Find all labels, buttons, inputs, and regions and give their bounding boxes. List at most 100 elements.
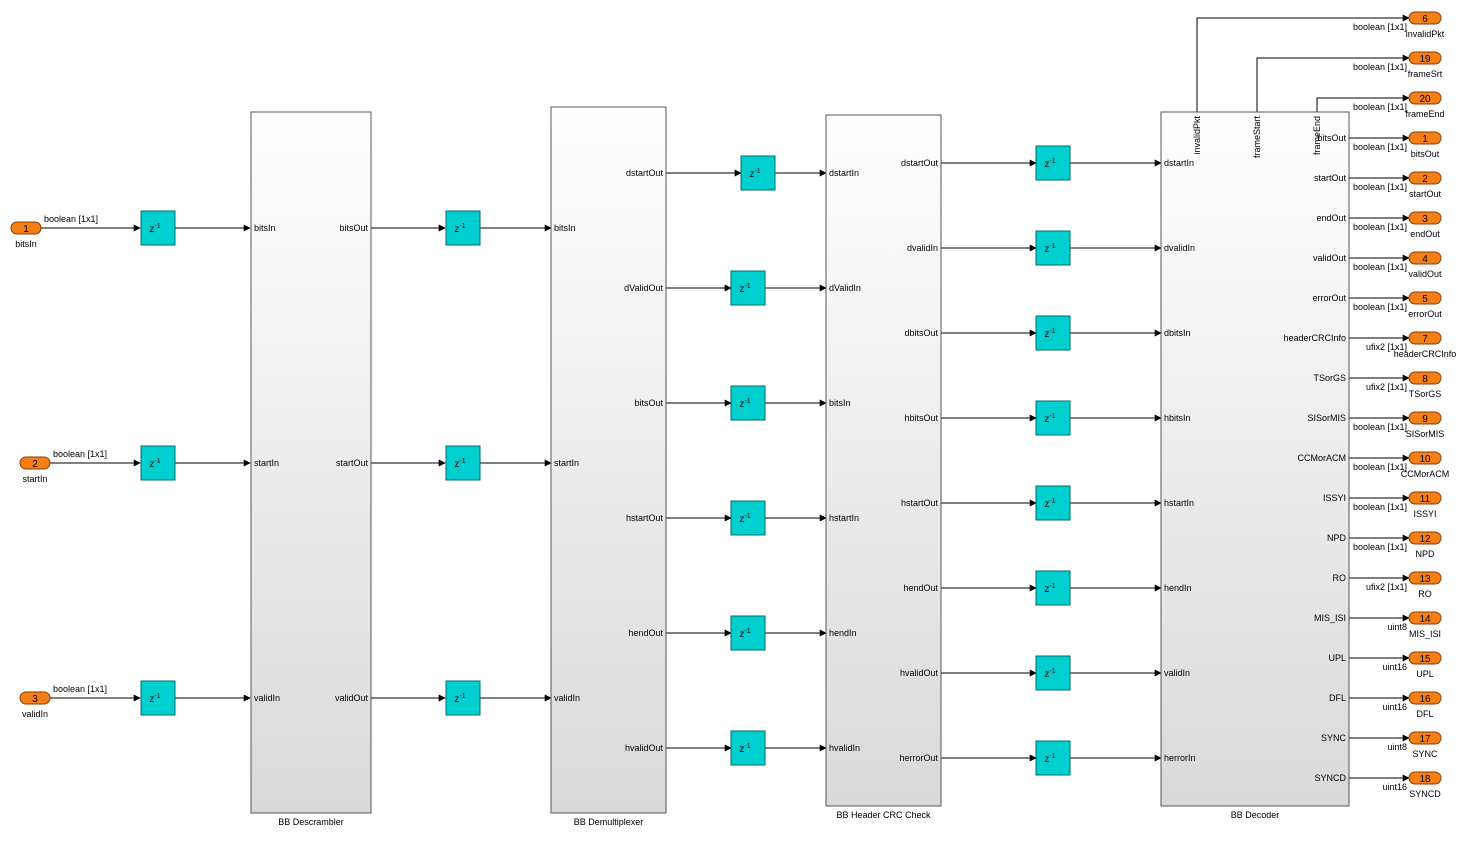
port-body[interactable] bbox=[1408, 611, 1442, 625]
port-body[interactable] bbox=[1408, 91, 1442, 105]
unit-delay-block-m6[interactable]: z-1 bbox=[730, 730, 766, 766]
delay-body[interactable] bbox=[730, 270, 766, 306]
block-body[interactable] bbox=[550, 106, 667, 814]
delay-body[interactable] bbox=[1035, 315, 1071, 351]
delay-body[interactable] bbox=[140, 210, 176, 246]
block-body[interactable] bbox=[825, 114, 942, 807]
port-body[interactable] bbox=[1408, 731, 1442, 745]
delay-body[interactable] bbox=[445, 680, 481, 716]
port-name: bitsOut bbox=[1411, 149, 1440, 159]
unit-delay-block-in2[interactable]: z-1 bbox=[140, 445, 176, 481]
unit-delay-block-m2[interactable]: z-1 bbox=[730, 270, 766, 306]
block-output-label: endOut bbox=[1316, 213, 1346, 223]
delay-body[interactable] bbox=[445, 445, 481, 481]
port-body[interactable] bbox=[1408, 651, 1442, 665]
block-body[interactable] bbox=[250, 111, 372, 814]
unit-delay-block-d2[interactable]: z-1 bbox=[445, 445, 481, 481]
delay-body[interactable] bbox=[730, 500, 766, 536]
port-body[interactable] bbox=[1408, 11, 1442, 25]
port-body[interactable] bbox=[1408, 331, 1442, 345]
unit-delay-block-d1[interactable]: z-1 bbox=[445, 210, 481, 246]
delay-body[interactable] bbox=[740, 155, 776, 191]
port-body[interactable] bbox=[1408, 291, 1442, 305]
delay-body[interactable] bbox=[140, 445, 176, 481]
port-body[interactable] bbox=[10, 221, 42, 235]
unit-delay-block-d3[interactable]: z-1 bbox=[445, 680, 481, 716]
block-crc[interactable]: BB Header CRC Check bbox=[825, 114, 942, 820]
unit-delay-block-c7[interactable]: z-1 bbox=[1035, 655, 1071, 691]
delay-body[interactable] bbox=[730, 615, 766, 651]
delay-body[interactable] bbox=[1035, 230, 1071, 266]
delay-body[interactable] bbox=[1035, 740, 1071, 776]
unit-delay-block-m3[interactable]: z-1 bbox=[730, 385, 766, 421]
unit-delay-block-m4[interactable]: z-1 bbox=[730, 500, 766, 536]
signal-type-label: uint8 bbox=[1387, 742, 1407, 752]
delay-body[interactable] bbox=[445, 210, 481, 246]
port-body[interactable] bbox=[1408, 371, 1442, 385]
block-output-label: headerCRCInfo bbox=[1283, 333, 1346, 343]
port-body[interactable] bbox=[1408, 51, 1442, 65]
port-body[interactable] bbox=[1408, 171, 1442, 185]
port-body[interactable] bbox=[19, 456, 51, 470]
port-body[interactable] bbox=[1408, 691, 1442, 705]
port-body[interactable] bbox=[1408, 451, 1442, 465]
unit-delay-block-c5[interactable]: z-1 bbox=[1035, 485, 1071, 521]
unit-delay-block-c6[interactable]: z-1 bbox=[1035, 570, 1071, 606]
port-body[interactable] bbox=[1408, 571, 1442, 585]
unit-delay-block-in1[interactable]: z-1 bbox=[140, 210, 176, 246]
delay-body[interactable] bbox=[1035, 400, 1071, 436]
port-body[interactable] bbox=[1408, 531, 1442, 545]
block-demux[interactable]: BB Demultiplexer bbox=[550, 106, 667, 827]
block-input-label: dstartIn bbox=[829, 168, 859, 178]
delay-body[interactable] bbox=[1035, 655, 1071, 691]
delay-body[interactable] bbox=[1035, 485, 1071, 521]
unit-delay-block-c4[interactable]: z-1 bbox=[1035, 400, 1071, 436]
port-body[interactable] bbox=[1408, 251, 1442, 265]
delay-body[interactable] bbox=[730, 385, 766, 421]
unit-delay-block-c1[interactable]: z-1 bbox=[1035, 145, 1071, 181]
port-body[interactable] bbox=[19, 691, 51, 705]
block-body[interactable] bbox=[1160, 111, 1350, 807]
unit-delay-block-m1[interactable]: z-1 bbox=[740, 155, 776, 191]
port-body[interactable] bbox=[1408, 131, 1442, 145]
unit-delay-block-in3[interactable]: z-1 bbox=[140, 680, 176, 716]
port-body[interactable] bbox=[1408, 411, 1442, 425]
delay-body[interactable] bbox=[1035, 570, 1071, 606]
port-name: validIn bbox=[22, 709, 48, 719]
port-body[interactable] bbox=[1408, 211, 1442, 225]
delay-body[interactable] bbox=[140, 680, 176, 716]
block-decoder[interactable]: BB Decoder bbox=[1160, 111, 1350, 820]
unit-delay-block-c3[interactable]: z-1 bbox=[1035, 315, 1071, 351]
block-descrambler[interactable]: BB Descrambler bbox=[250, 111, 372, 827]
unit-delay-block-c8[interactable]: z-1 bbox=[1035, 740, 1071, 776]
port-body[interactable] bbox=[1408, 491, 1442, 505]
port-body[interactable] bbox=[1408, 771, 1442, 785]
unit-delay-block-m5[interactable]: z-1 bbox=[730, 615, 766, 651]
unit-delay-block-c2[interactable]: z-1 bbox=[1035, 230, 1071, 266]
delay-body[interactable] bbox=[730, 730, 766, 766]
delay-body[interactable] bbox=[1035, 145, 1071, 181]
